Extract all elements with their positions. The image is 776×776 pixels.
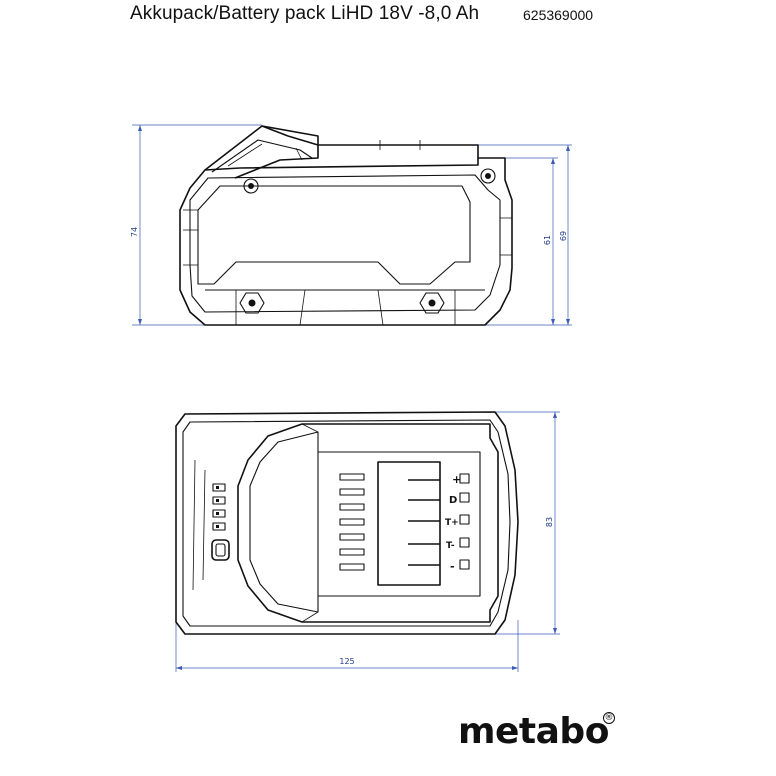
bottom-segments	[235, 289, 456, 326]
side-body-outline	[179, 157, 513, 326]
side-ribs-left	[183, 209, 198, 266]
arrow-head	[553, 412, 557, 418]
rail-guide	[237, 423, 499, 623]
dim-label-69: 69	[559, 231, 568, 241]
contact-minus-label: -	[450, 560, 455, 573]
terminal-squares	[459, 473, 470, 570]
arrow-head	[138, 125, 142, 131]
charge-check-button	[211, 539, 230, 561]
arrow-head	[551, 158, 555, 164]
latch-ridge	[295, 147, 303, 161]
screw-icon	[239, 292, 265, 314]
contact-block	[377, 461, 441, 586]
screw-icon	[419, 292, 445, 314]
top-rail	[261, 125, 479, 158]
contact-tplus-label: T+	[445, 518, 459, 528]
contact-tminus-label: T-	[446, 541, 455, 551]
dim-label-61: 61	[543, 235, 552, 245]
contact-d-label: D	[449, 495, 457, 506]
latch-ridge	[227, 143, 263, 167]
rail-edge	[301, 423, 319, 433]
page-title: Akkupack/Battery pack LiHD 18V -8,0 Ah	[130, 3, 480, 24]
chamfer-lines	[192, 459, 206, 591]
dim-label-125: 125	[339, 657, 354, 666]
rail-edge	[301, 611, 319, 623]
side-ribs-right	[500, 217, 512, 256]
arrow-head	[138, 319, 142, 325]
screw-icon	[480, 168, 496, 184]
contact-slots	[339, 473, 365, 571]
bottom-body-outline	[175, 411, 519, 635]
charge-indicator-leds	[212, 483, 226, 531]
label-recess	[197, 185, 471, 285]
registered-mark: ®	[603, 712, 615, 724]
arrow-head	[512, 666, 518, 670]
arrow-head	[553, 628, 557, 634]
rail-inner-right	[318, 451, 481, 597]
screw-icon	[243, 178, 259, 194]
arrow-head	[551, 319, 555, 325]
arrow-head	[566, 319, 570, 325]
dim-label-83: 83	[545, 517, 554, 527]
latch-inner	[211, 139, 313, 173]
terminal-bars	[408, 479, 440, 566]
rail-inner-left	[249, 431, 319, 613]
bottom-body-inner	[182, 419, 511, 627]
metabo-logo: metabo	[458, 711, 609, 752]
article-number: 625369000	[523, 7, 594, 23]
bottom-view: 125 83	[175, 411, 560, 672]
arrow-head	[176, 666, 182, 670]
side-view: 74 61 69	[130, 124, 572, 326]
arrow-head	[566, 145, 570, 151]
dim-label-74: 74	[130, 227, 139, 237]
side-body-inner	[189, 174, 501, 313]
contact-plus-label: +	[452, 473, 461, 486]
latch-handle	[204, 125, 319, 179]
